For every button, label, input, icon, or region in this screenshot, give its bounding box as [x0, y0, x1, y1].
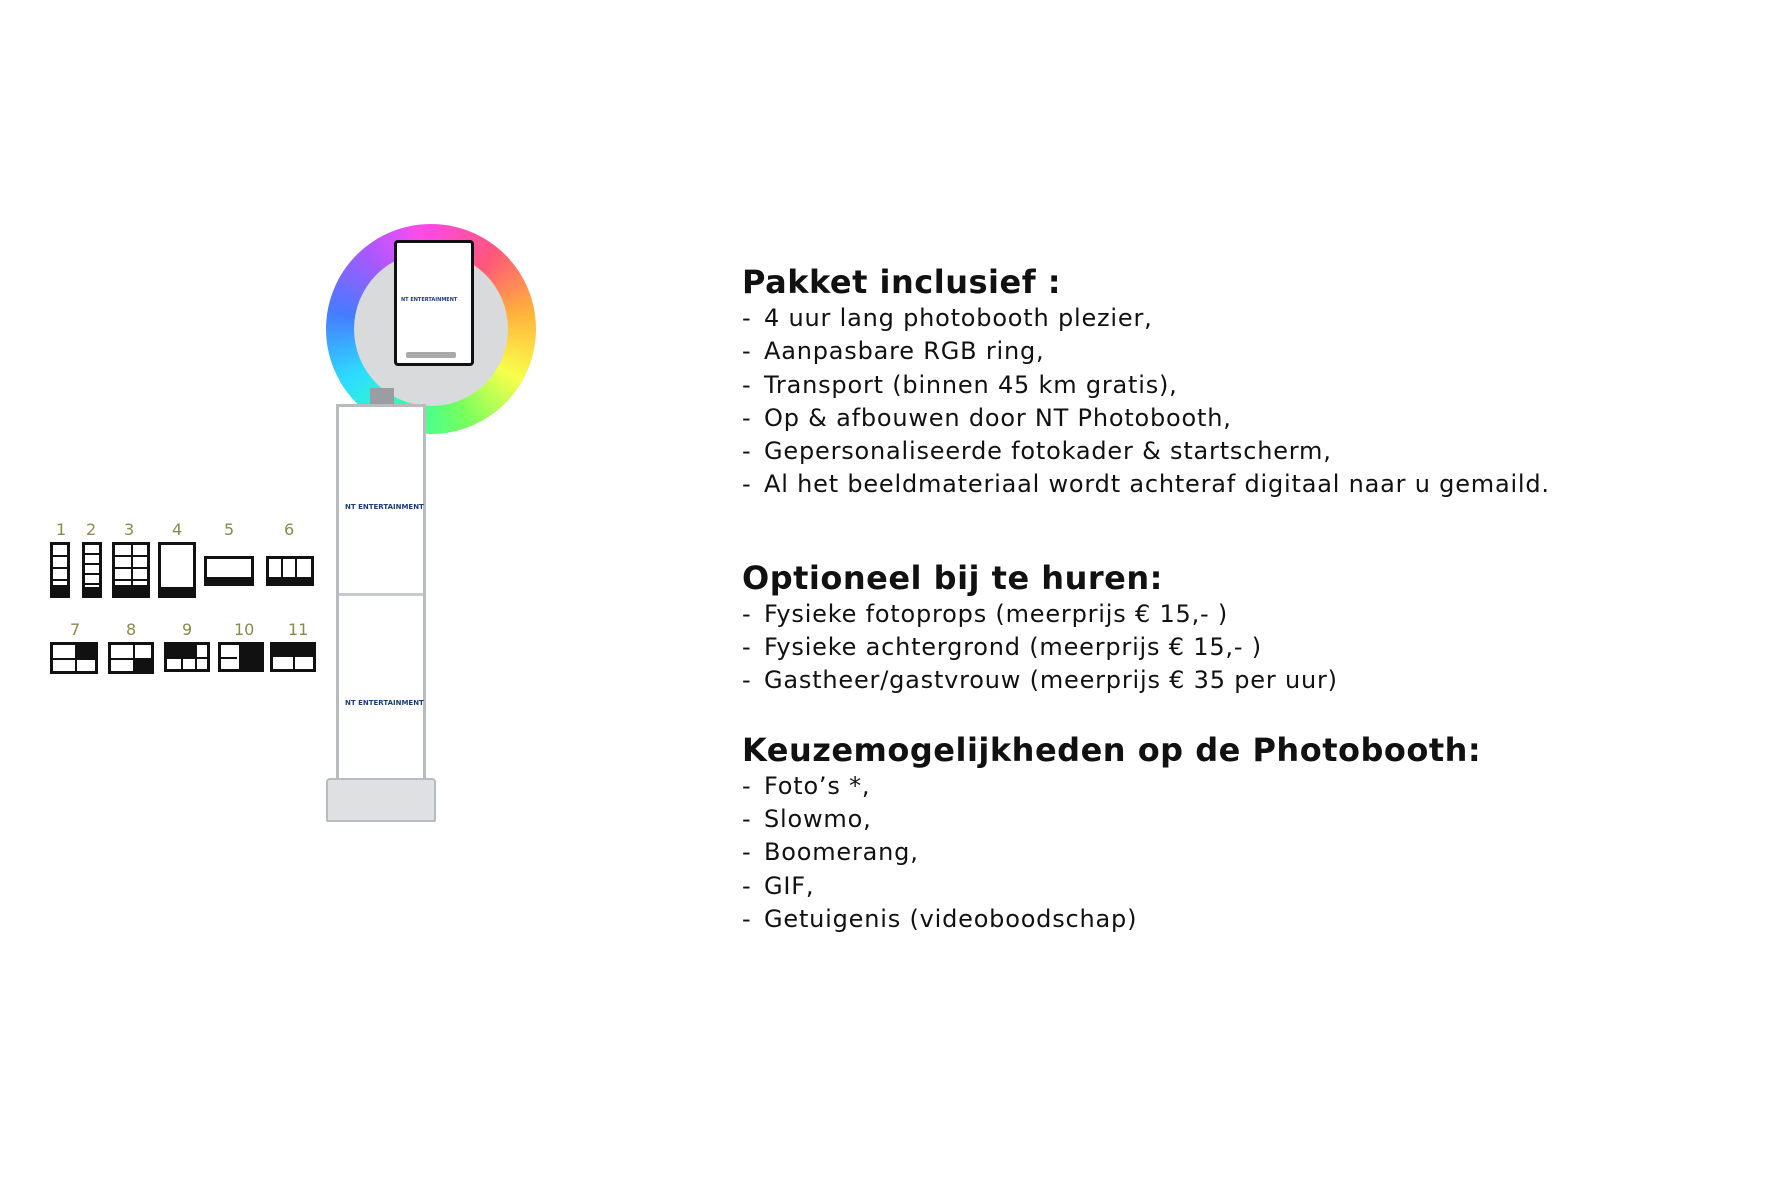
- layout-number: 7: [70, 620, 81, 639]
- section-optional: Optioneel bij te huren: -Fysieke fotopro…: [742, 558, 1762, 698]
- list-item-text: Slowmo,: [764, 804, 872, 833]
- bullet-dash: -: [742, 633, 752, 662]
- layout-number: 6: [284, 520, 295, 539]
- list-item: -Fysieke achtergrond (meerprijs € 15,- ): [742, 631, 1762, 664]
- layout-6-icon: [266, 556, 314, 586]
- list-item-text: Gastheer/gastvrouw (meerprijs € 35 per u…: [764, 666, 1338, 695]
- layout-number: 4: [172, 520, 183, 539]
- layout-9-icon: [164, 642, 210, 672]
- list-item-text: Gepersonaliseerde fotokader & startscher…: [764, 437, 1332, 466]
- list-item: -Op & afbouwen door NT Photobooth,: [742, 402, 1762, 435]
- list-item-text: Fysieke achtergrond (meerprijs € 15,- ): [764, 633, 1262, 662]
- list-item: -Fysieke fotoprops (meerprijs € 15,- ): [742, 598, 1762, 631]
- list-item: -4 uur lang photobooth plezier,: [742, 302, 1762, 335]
- bullet-dash: -: [742, 304, 752, 332]
- list-item: -Gastheer/gastvrouw (meerprijs € 35 per …: [742, 664, 1762, 697]
- list-item-text: Getuigenis (videoboodschap): [764, 904, 1138, 933]
- layout-number: 8: [126, 620, 137, 639]
- layout-1-icon: [50, 542, 70, 598]
- section-list: -4 uur lang photobooth plezier, -Aanpasb…: [742, 302, 1762, 502]
- bullet-dash: -: [742, 871, 752, 900]
- section-heading: Pakket inclusief :: [742, 263, 1062, 301]
- bullet-dash: -: [742, 838, 752, 867]
- section-options: Keuzemogelijkheden op de Photobooth: -Fo…: [742, 730, 1762, 936]
- section-package: Pakket inclusief : -4 uur lang photoboot…: [742, 262, 1762, 502]
- photobooth-image: NT ENTERTAINMENT NT ENTERTAINMENT NT ENT…: [320, 218, 550, 938]
- list-item-text: Transport (binnen 45 km gratis),: [764, 370, 1178, 399]
- column-logo-bottom: NT ENTERTAINMENT: [345, 699, 424, 707]
- layout-number: 11: [288, 620, 309, 639]
- section-list: -Foto’s *, -Slowmo, -Boomerang, -GIF, -G…: [742, 770, 1762, 936]
- layout-5-icon: [204, 556, 254, 586]
- section-list: -Fysieke fotoprops (meerprijs € 15,- ) -…: [742, 598, 1762, 698]
- list-item: -Slowmo,: [742, 803, 1762, 836]
- bullet-dash: -: [742, 771, 752, 800]
- bullet-dash: -: [742, 599, 752, 628]
- column-divider: [339, 593, 423, 596]
- layout-2-icon: [82, 542, 102, 598]
- column-logo-top: NT ENTERTAINMENT: [345, 503, 424, 511]
- list-item: -Boomerang,: [742, 836, 1762, 869]
- section-heading: Optioneel bij te huren:: [742, 558, 1163, 597]
- bullet-dash: -: [742, 470, 752, 499]
- tablet-screen: NT ENTERTAINMENT: [394, 240, 474, 366]
- bullet-dash: -: [742, 804, 752, 833]
- layout-7-icon: [50, 642, 98, 674]
- list-item: -Transport (binnen 45 km gratis),: [742, 369, 1762, 402]
- layout-4-icon: [158, 542, 196, 598]
- list-item-text: 4 uur lang photobooth plezier,: [764, 304, 1153, 332]
- tablet-logo: NT ENTERTAINMENT: [401, 297, 458, 303]
- booth-column: NT ENTERTAINMENT NT ENTERTAINMENT: [336, 404, 426, 794]
- layout-number: 2: [86, 520, 97, 539]
- list-item: -GIF,: [742, 870, 1762, 903]
- layout-10-icon: [218, 642, 264, 672]
- bullet-dash: -: [742, 337, 752, 366]
- booth-base: [326, 778, 436, 822]
- bullet-dash: -: [742, 904, 752, 933]
- list-item: -Foto’s *,: [742, 770, 1762, 803]
- list-item-text: Aanpasbare RGB ring,: [764, 337, 1045, 366]
- list-item-text: Al het beeldmateriaal wordt achteraf dig…: [764, 470, 1550, 499]
- list-item-text: Fysieke fotoprops (meerprijs € 15,- ): [764, 599, 1229, 628]
- list-item-text: Op & afbouwen door NT Photobooth,: [764, 403, 1232, 432]
- layout-number: 5: [224, 520, 235, 539]
- layout-number: 10: [234, 620, 255, 639]
- bullet-dash: -: [742, 403, 752, 432]
- list-item: -Gepersonaliseerde fotokader & startsche…: [742, 435, 1762, 468]
- bullet-dash: -: [742, 666, 752, 695]
- layout-number: 3: [124, 520, 135, 539]
- bullet-dash: -: [742, 437, 752, 466]
- list-item: -Aanpasbare RGB ring,: [742, 335, 1762, 368]
- package-info: Pakket inclusief : -4 uur lang photoboot…: [742, 262, 1762, 976]
- layout-8-icon: [108, 642, 154, 674]
- layout-11-icon: [270, 642, 316, 672]
- list-item: -Al het beeldmateriaal wordt achteraf di…: [742, 468, 1762, 501]
- layout-number: 1: [56, 520, 67, 539]
- list-item-text: GIF,: [764, 871, 815, 900]
- list-item-text: Foto’s *,: [764, 771, 871, 800]
- layout-3-icon: [112, 542, 150, 598]
- bullet-dash: -: [742, 370, 752, 399]
- list-item: -Getuigenis (videoboodschap): [742, 903, 1762, 936]
- list-item-text: Boomerang,: [764, 838, 919, 867]
- layout-number: 9: [182, 620, 193, 639]
- booth-neck: [370, 388, 394, 408]
- section-heading: Keuzemogelijkheden op de Photobooth:: [742, 730, 1482, 769]
- layout-options: 1 2 3 4 5 6 7 8 9 10 11: [50, 520, 350, 710]
- tablet-buttons: [406, 352, 456, 358]
